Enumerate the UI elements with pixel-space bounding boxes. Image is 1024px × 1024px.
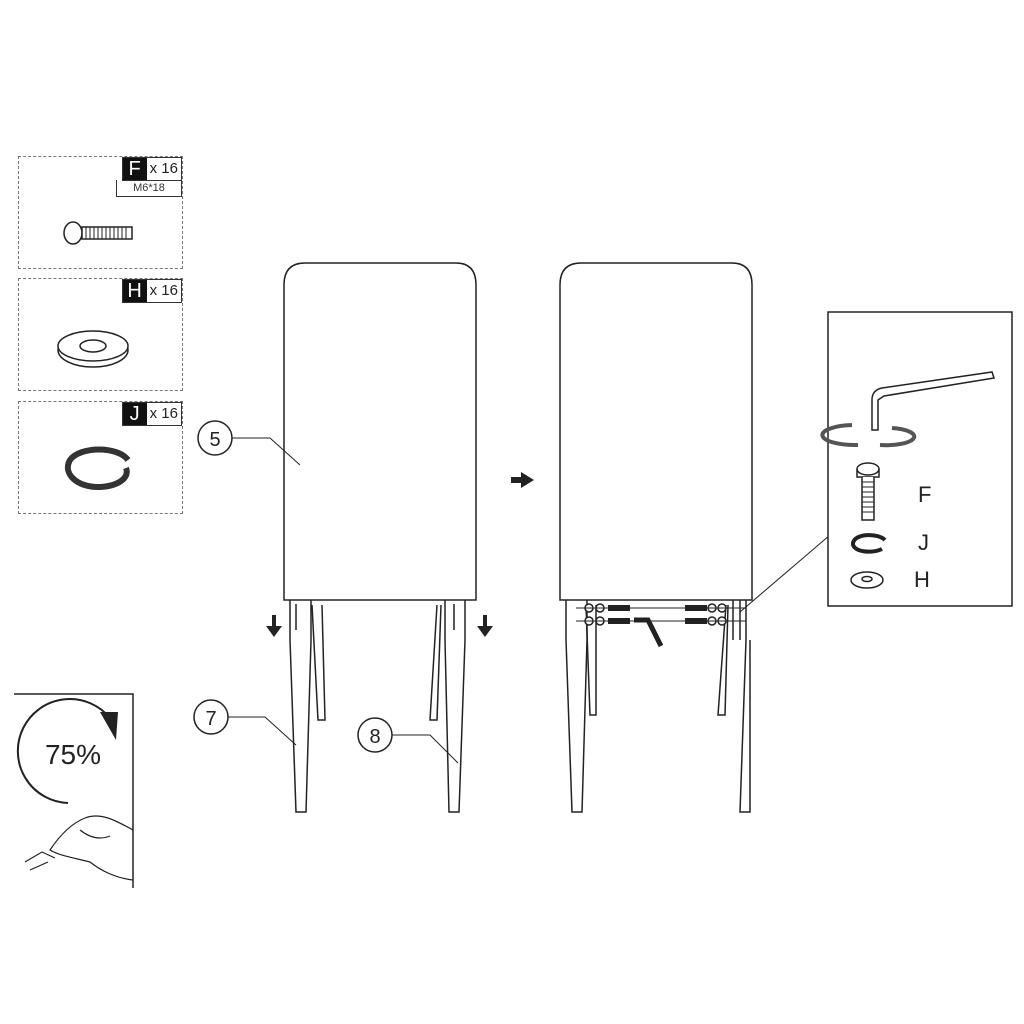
callout-8 bbox=[357, 717, 459, 764]
callout-label-5: 5 bbox=[209, 429, 220, 451]
spring-washer-icon bbox=[65, 446, 131, 491]
bolts-installed-icon bbox=[576, 603, 746, 626]
part-letter: H bbox=[122, 280, 147, 302]
chair-legs-left bbox=[289, 600, 466, 813]
callout-5 bbox=[197, 420, 301, 466]
hand-with-key-icon bbox=[24, 815, 134, 881]
tighten-note-box bbox=[14, 693, 134, 888]
inset-label-f: F bbox=[918, 482, 931, 507]
part-letter: F bbox=[122, 158, 147, 180]
rotate-arrow-icon bbox=[16, 698, 118, 804]
down-arrow-icon bbox=[266, 615, 493, 637]
chair-backrest-left bbox=[283, 262, 477, 601]
allen-key-detail-icon bbox=[871, 371, 995, 431]
detail-leader-line bbox=[739, 534, 831, 613]
next-step-arrow-icon bbox=[511, 472, 534, 488]
bolt-detail-icon bbox=[856, 462, 880, 521]
tighten-percent: 75% bbox=[45, 739, 101, 770]
part-letter: J bbox=[122, 403, 147, 425]
allen-key-icon bbox=[634, 617, 664, 648]
chair-legs-right bbox=[565, 600, 751, 813]
part-quantity: x 16 bbox=[146, 280, 181, 302]
flat-washer-icon bbox=[57, 330, 129, 368]
part-quantity: x 16 bbox=[146, 158, 181, 180]
inset-label-j: J bbox=[918, 530, 929, 555]
chair-backrest-right bbox=[559, 262, 753, 601]
callout-label-8: 8 bbox=[369, 726, 380, 748]
bolt-icon bbox=[63, 221, 133, 245]
flat-washer-detail-icon bbox=[850, 571, 884, 589]
spring-washer-detail-icon bbox=[851, 533, 887, 554]
inset-label-h: H bbox=[914, 567, 930, 592]
callout-7 bbox=[193, 699, 297, 746]
detail-inset bbox=[827, 311, 1013, 607]
rotate-arrows-icon bbox=[820, 423, 917, 448]
callout-label-7: 7 bbox=[205, 708, 216, 730]
part-quantity: x 16 bbox=[146, 403, 181, 425]
part-size: M6*18 bbox=[116, 180, 182, 197]
